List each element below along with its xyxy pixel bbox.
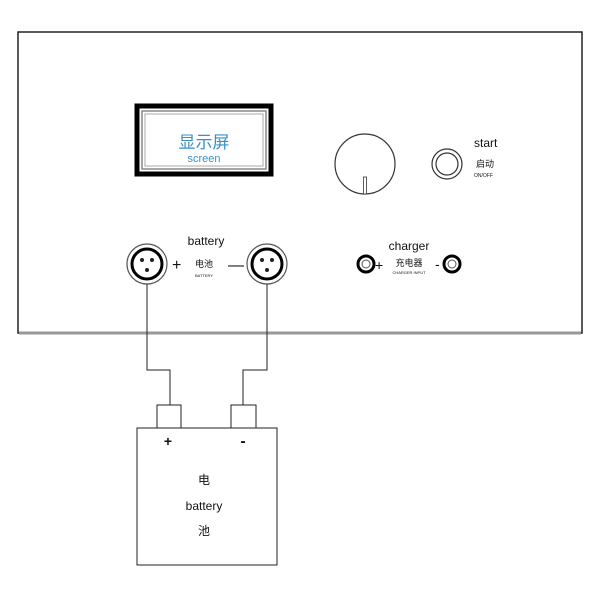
charger-label-en: charger <box>389 239 430 253</box>
charger-label-sub: CHARGER INPUT <box>392 270 426 275</box>
display-screen: 显示屏 screen <box>134 103 274 177</box>
battery-port-minus: — <box>228 257 244 274</box>
battery-port-plus: + <box>172 257 181 274</box>
battery-minus: - <box>240 433 245 450</box>
battery-label-cn-bottom: 池 <box>198 524 210 538</box>
battery-terminal-negative <box>230 404 257 429</box>
knob[interactable] <box>334 133 396 195</box>
battery-port-label-cn: 电池 <box>195 258 213 269</box>
screen-label-en: screen <box>187 153 220 165</box>
charger-minus: - <box>435 256 440 272</box>
battery-connector-positive[interactable] <box>126 243 168 285</box>
wire-negative <box>242 284 268 405</box>
wire-positive <box>146 284 171 405</box>
start-label-en: start <box>474 136 498 150</box>
battery-plus: + <box>164 433 172 449</box>
battery-label-en: battery <box>186 499 223 513</box>
charger-jack-positive[interactable] <box>356 254 376 274</box>
start-label-cn: 启动 <box>476 158 494 169</box>
charger-label-cn: 充电器 <box>395 257 422 268</box>
battery-port-label-sub: BATTERY <box>195 273 213 278</box>
control-panel <box>17 31 583 334</box>
charger-jack-negative[interactable] <box>442 254 462 274</box>
battery-terminal-positive <box>156 404 182 429</box>
start-button[interactable] <box>431 148 463 180</box>
charger-plus: + <box>375 257 383 273</box>
battery-box <box>136 427 278 566</box>
battery-port-label-en: battery <box>188 234 225 248</box>
screen-label-cn: 显示屏 <box>179 133 230 152</box>
battery-label-cn-top: 电 <box>198 473 210 487</box>
battery-connector-negative[interactable] <box>246 243 288 285</box>
start-label-sub: ON/OFF <box>474 173 493 179</box>
